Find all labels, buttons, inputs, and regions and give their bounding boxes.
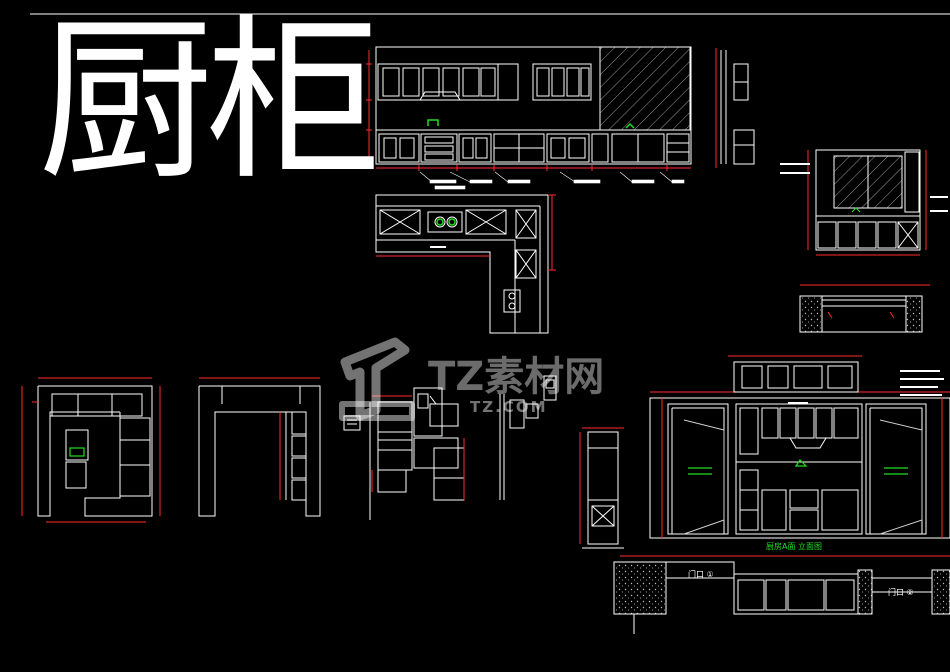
floor-plan-left: [37, 385, 153, 517]
floor-plan-right: [198, 385, 321, 517]
tall-cabinet-dims: [579, 427, 624, 544]
dimensions-window: [780, 150, 948, 256]
upper-cabinets-mid: [532, 63, 592, 101]
plan-view: [375, 194, 549, 334]
plan-accents: [436, 218, 456, 226]
base-cabinets: [378, 133, 690, 163]
sheet-title: 厨柜: [38, 0, 382, 204]
watermark-text: TZ素材网: [428, 354, 605, 400]
elevation-a-notes: [788, 370, 944, 404]
dimensions-main: [366, 50, 691, 171]
dimensions-plan: [376, 194, 556, 271]
elevation-a-label: 厨房A面 立面图: [766, 541, 822, 551]
leader-notes-main: [419, 171, 685, 190]
bottom-plan: [613, 561, 950, 634]
section-details-dims: [371, 395, 465, 500]
upper-cabinet-section: [728, 355, 862, 393]
floor-plan-right-dims: [199, 377, 320, 500]
faucet-marks: [427, 119, 635, 129]
elevation-a-accents: [688, 459, 908, 475]
watermark-url: TZ.COM: [470, 398, 548, 416]
window-elevation: [815, 149, 921, 251]
countertop-section: [799, 284, 930, 333]
door-label-left: 门口 ①: [688, 569, 714, 579]
upper-cabinets-left: [377, 63, 499, 101]
tall-cabinet: [582, 431, 624, 549]
door-label-right: 门口 ②: [888, 587, 914, 597]
tz-logo-icon: [339, 337, 415, 421]
window-panel: [599, 46, 691, 131]
floor-plan-left-dims: [21, 377, 161, 523]
elevation-a: [649, 397, 950, 539]
main-elevation: [375, 46, 692, 165]
floor-plan-left-accent: [69, 447, 85, 457]
side-section: [715, 48, 755, 168]
